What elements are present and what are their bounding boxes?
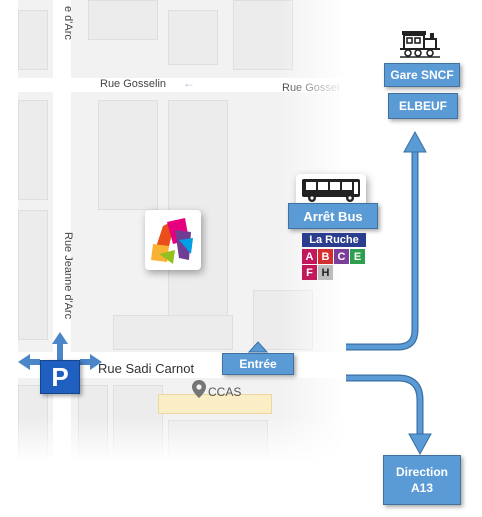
bus-card — [296, 174, 366, 206]
a13-label: A13 — [410, 481, 433, 495]
bus-icon — [302, 179, 360, 202]
bus-line-badge: C — [334, 249, 349, 264]
building-logo-card — [145, 210, 201, 270]
train-icon — [400, 31, 440, 58]
parking-arrows-icon — [18, 332, 102, 370]
direction-a13-label: Direction A13 — [383, 455, 461, 505]
arrow-to-gare — [346, 130, 427, 351]
elbeuf-label: ELBEUF — [388, 93, 458, 119]
building-logo-icon — [151, 218, 193, 264]
bus-line-badge: E — [350, 249, 365, 264]
entree-arrow-icon — [247, 341, 269, 353]
arret-bus-label: Arrêt Bus — [288, 203, 378, 229]
bus-line-badge: F — [302, 265, 317, 280]
entree-label: Entrée — [222, 353, 294, 375]
direction-label: Direction — [395, 465, 448, 479]
bus-line-badge: A — [302, 249, 317, 264]
arrow-to-a13 — [346, 374, 432, 456]
parking-icon: P — [40, 360, 80, 394]
la-ruche-label: La Ruche — [302, 233, 366, 247]
gare-sncf-label: Gare SNCF — [384, 63, 460, 87]
bus-line-badge: B — [318, 249, 333, 264]
bus-line-badge: H — [318, 265, 333, 280]
